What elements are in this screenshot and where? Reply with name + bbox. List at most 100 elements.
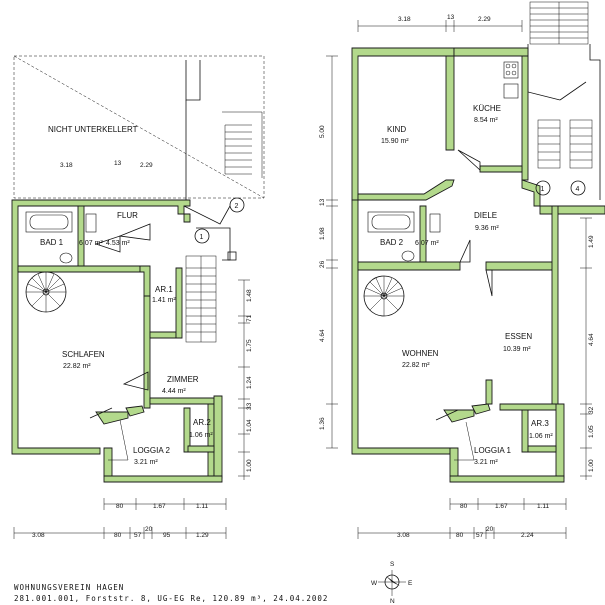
left-inner-dim-a: 3.18 [60,162,73,169]
svg-text:1.67: 1.67 [495,503,508,510]
ar2-area: 1.06 m² [189,432,213,439]
compass-w: W [371,580,378,587]
svg-text:1: 1 [200,234,204,241]
svg-text:95: 95 [163,532,171,539]
svg-text:1.24: 1.24 [246,376,253,389]
ar1-name: AR.1 [155,285,173,294]
essen-name: ESSEN [505,332,532,341]
svg-text:4.64: 4.64 [319,329,326,342]
ar1-area: 1.41 m² [152,297,176,304]
zimmer-name: ZIMMER [167,375,199,384]
svg-text:1.49: 1.49 [588,235,595,248]
svg-text:3.08: 3.08 [397,532,410,539]
loggia2-area: 3.21 m² [134,459,158,466]
right-marker-1 [535,180,551,196]
ar3-area: 1.06 m² [529,433,553,440]
toilet-2 [401,250,415,262]
left-wall-bad [17,265,141,273]
ar3-name: AR.3 [531,419,549,428]
svg-text:1.00: 1.00 [246,459,253,472]
loggia2-name: LOGGIA 2 [133,446,170,455]
svg-text:2.24: 2.24 [521,532,534,539]
zimmer-area: 4.44 m² [162,388,186,395]
wohnen-area: 22.82 m² [402,362,430,369]
right-spiral-stair [363,275,405,317]
svg-text:1.98: 1.98 [319,227,326,240]
svg-text:1.67: 1.67 [153,503,166,510]
left-spiral-stair [25,271,67,313]
right-upper-stair [529,1,589,45]
compass-n: N [390,598,395,605]
svg-text:32: 32 [588,406,595,414]
svg-text:1.48: 1.48 [246,289,253,302]
unterkellert-label: NICHT UNTERKELLERT [48,125,138,134]
left-inner-dim-c: 2.29 [140,162,153,169]
left-upper-stair [224,124,252,175]
bad2-name: BAD 2 [380,238,404,247]
svg-text:80: 80 [460,503,468,510]
svg-text:33: 33 [246,402,253,410]
svg-text:2.29: 2.29 [478,16,491,23]
svg-text:80: 80 [116,503,124,510]
kind-name: KIND [387,125,406,134]
flur-name: FLUR [117,211,138,220]
svg-text:3.18: 3.18 [398,16,411,23]
svg-text:80: 80 [114,532,122,539]
svg-text:80: 80 [456,532,464,539]
left-marker-2 [229,197,245,213]
compass-s: S [390,561,395,568]
flur-area: 4.53 m² [106,240,130,247]
wohnen-name: WOHNEN [402,349,439,358]
svg-text:1.36: 1.36 [319,417,326,430]
left-outer-wall-west [11,199,191,455]
loggia1-name: LOGGIA 1 [474,446,511,455]
svg-text:3.08: 3.08 [32,532,45,539]
svg-text:1.00: 1.00 [588,459,595,472]
svg-text:1.29: 1.29 [196,532,209,539]
schlafen-area: 22.82 m² [63,363,91,370]
svg-text:13: 13 [319,198,326,206]
svg-text:4.64: 4.64 [588,333,595,346]
kueche-name: KÜCHE [473,104,501,113]
left-marker-1 [194,228,210,244]
compass-icon: S N W E [371,561,413,605]
right-plan: 3.18 13 2.29 5.00 13 1.98 26 4.64 1.36 [319,1,605,539]
schlafen-name: SCHLAFEN [62,350,105,359]
svg-text:20: 20 [145,526,153,533]
svg-text:2: 2 [235,203,239,210]
svg-text:1.11: 1.11 [537,503,550,510]
svg-text:5.00: 5.00 [319,125,326,138]
loggia1-area: 3.21 m² [474,459,498,466]
left-plan: NICHT UNTERKELLERT 3.18 13 2.29 [11,55,265,539]
bad1-area: 6.07 m² [79,240,103,247]
diele-name: DIELE [474,211,497,220]
svg-text:13: 13 [447,14,455,21]
right-mid-stair [537,119,593,169]
essen-area: 10.39 m² [503,346,531,353]
bad1-name: BAD 1 [40,238,64,247]
footer-title: WOHNUNGSVEREIN HAGEN [14,583,124,592]
svg-text:1.05: 1.05 [588,425,595,438]
diele-area: 9.36 m² [475,225,499,232]
ar2-name: AR.2 [193,418,211,427]
svg-text:57: 57 [476,532,484,539]
kueche-area: 8.54 m² [474,117,498,124]
svg-text:57: 57 [134,532,142,539]
footer-info: 281.001.001, Forststr. 8, UG-EG Re, 120.… [14,594,328,603]
svg-text:1: 1 [541,186,545,193]
kitchen-sink [503,83,519,99]
svg-text:1.11: 1.11 [196,503,209,510]
svg-text:20: 20 [486,526,494,533]
unterkellert-area [13,55,265,199]
left-main-stair [185,255,217,343]
svg-text:1.04: 1.04 [246,419,253,432]
left-inner-dim-b: 13 [114,160,122,167]
right-marker-4 [570,180,586,196]
kind-area: 15.90 m² [381,138,409,145]
bad2-area: 6.07 m² [415,240,439,247]
svg-text:26: 26 [319,260,326,268]
svg-text:1.75: 1.75 [246,339,253,352]
right-outer-wall-north [351,47,455,201]
svg-text:4: 4 [576,186,580,193]
